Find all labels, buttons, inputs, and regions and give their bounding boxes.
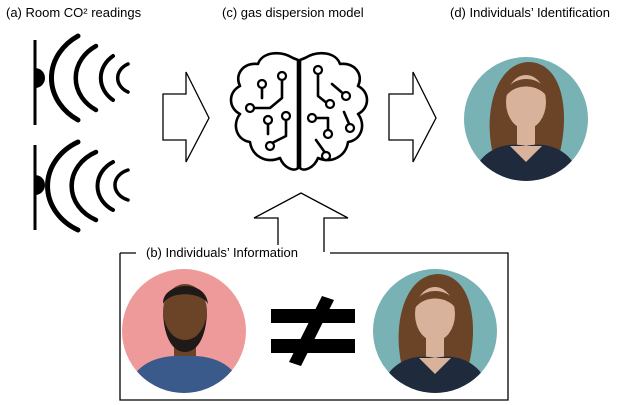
arrow-right-icon: [388, 71, 437, 163]
man-avatar-icon: [122, 269, 246, 393]
identification-label: (d) Individuals’ Identification: [450, 5, 610, 20]
arrow-up-icon: [253, 192, 349, 252]
woman-avatar-icon: [464, 57, 588, 181]
brain-circuit-nodes: [244, 64, 356, 162]
co2-sensor-icon: [33, 139, 130, 233]
not-equal-icon: [271, 296, 355, 366]
sensors-label: (a) Room CO² readings: [6, 5, 142, 20]
information-label: (b) Individuals’ Information: [142, 245, 302, 260]
arrow-right-icon: [162, 71, 210, 163]
information-box: [119, 252, 509, 401]
woman-avatar-icon: [373, 269, 497, 393]
model-label: (c) gas dispersion model: [222, 5, 364, 20]
co2-sensor-icon: [33, 33, 130, 125]
